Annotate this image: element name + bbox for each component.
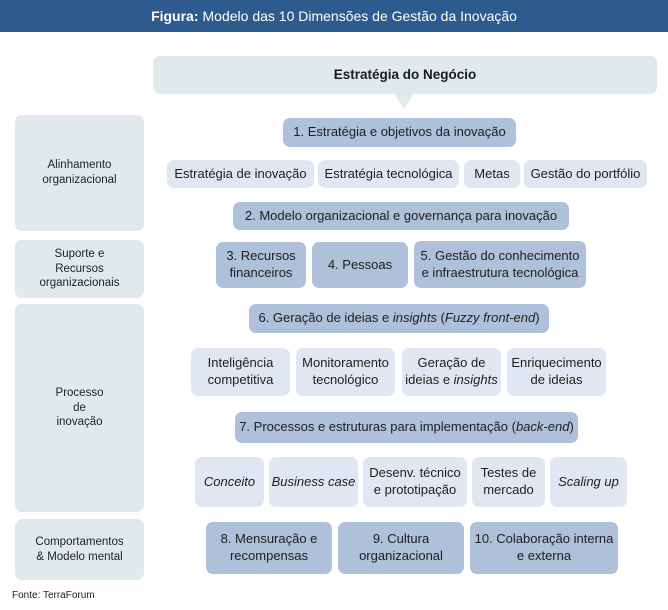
dimension-4: 4. Pessoas [312,242,408,288]
d7-item: Business case [269,457,358,507]
d6-item: Monitoramento tecnológico [296,348,395,396]
business-strategy-box: Estratégia do Negócio [153,56,657,94]
group-alinhamento: Alinhamento organizacional [15,115,144,231]
item-label: Enriquecimento de ideias [511,355,602,387]
item-label: Testes de mercado [480,465,537,497]
group-label: Processo de inovação [55,386,104,429]
dimension-2: 2. Modelo organizacional e governança pa… [233,202,569,230]
dimension-label: 5. Gestão do conhecimento e infraestrutu… [420,247,580,280]
item-label: Inteligência competitiva [207,355,274,387]
figure-header: Figura: Modelo das 10 Dimensões de Gestã… [0,0,668,32]
business-strategy-label: Estratégia do Negócio [333,67,477,83]
dimension-label: 9. Cultura organizacional [359,531,443,563]
dimension-6: 6. Geração de ideias e insights (Fuzzy f… [249,304,549,333]
dimension-label: 8. Mensuração e recompensas [220,531,318,563]
down-arrow-icon [394,93,414,109]
item-label: Desenv. técnico e prototipação [369,465,461,497]
group-comportamentos: Comportamentos & Modelo mental [15,519,144,580]
dimension-label: 3. Recursos financeiros [226,248,296,280]
item-label: Business case [271,473,356,489]
group-suporte: Suporte e Recursos organizacionais [15,240,144,298]
dimension-10: 10. Colaboração interna e externa [470,522,618,574]
d7-item: Desenv. técnico e prototipação [363,457,467,507]
figure-label: Figura: [151,8,199,24]
dimension-label: 7. Processos e estruturas para implement… [239,419,574,435]
d7-item: Conceito [195,457,264,507]
d1-item: Estratégia tecnológica [318,160,459,188]
source-footer: Fonte: TerraForum [12,590,95,601]
group-label: Suporte e Recursos organizacionais [39,247,120,290]
figure-title: Modelo das 10 Dimensões de Gestão da Ino… [202,8,517,24]
d1-item: Estratégia de inovação [167,160,314,188]
dimension-1: 1. Estratégia e objetivos da inovação [283,118,516,147]
dimension-7: 7. Processos e estruturas para implement… [235,412,578,443]
dimension-label: 10. Colaboração interna e externa [474,531,614,563]
item-label: Metas [474,165,510,181]
dimension-label: 2. Modelo organizacional e governança pa… [244,207,558,223]
d1-item: Gestão do portfólio [524,160,647,188]
d6-item: Enriquecimento de ideias [507,348,606,396]
dimension-5: 5. Gestão do conhecimento e infraestrutu… [414,241,586,288]
item-label: Conceito [203,473,256,489]
dimension-9: 9. Cultura organizacional [338,522,464,574]
d7-item: Testes de mercado [472,457,545,507]
item-label: Estratégia de inovação [174,165,307,181]
item-label: Estratégia tecnológica [324,165,453,181]
dimension-label: 1. Estratégia e objetivos da inovação [293,124,506,140]
d7-item: Scaling up [550,457,627,507]
dimension-3: 3. Recursos financeiros [216,242,306,288]
dimension-label: 4. Pessoas [327,256,393,272]
d1-item: Metas [464,160,520,188]
item-label: Gestão do portfólio [530,165,641,181]
dimension-8: 8. Mensuração e recompensas [206,522,332,574]
group-processo: Processo de inovação [15,304,144,512]
d6-item: Inteligência competitiva [191,348,290,396]
dimension-label: 6. Geração de ideias e insights (Fuzzy f… [258,310,540,326]
group-label: Alinhamento organizacional [42,159,117,186]
item-label: Scaling up [558,473,619,489]
item-label: Monitoramento tecnológico [302,355,389,387]
group-label: Comportamentos & Modelo mental [35,535,124,563]
